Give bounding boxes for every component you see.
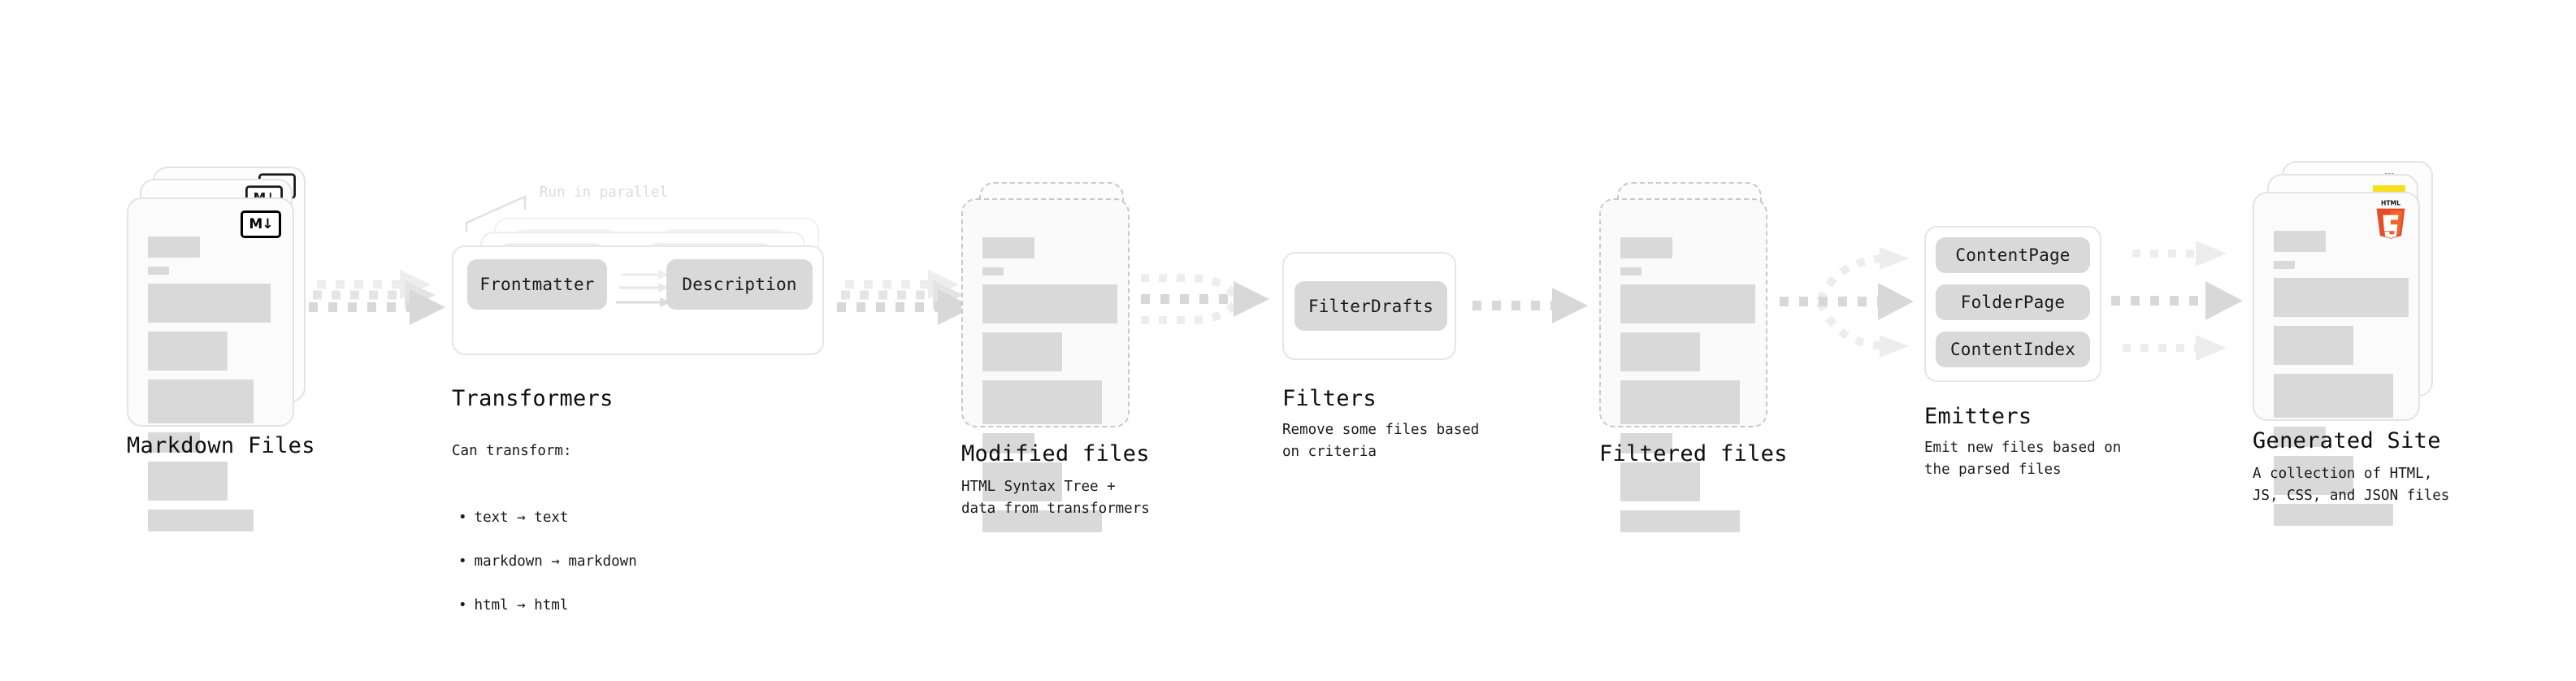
html5-icon: HTML	[2376, 199, 2405, 239]
transformers-rules-list: text → text markdown → markdown html → h…	[458, 484, 637, 639]
connector-md-to-transformers	[309, 270, 445, 325]
connector-filters-to-filtered	[1472, 288, 1588, 323]
transformers-internal-arrows	[616, 270, 671, 307]
modified-card-front	[961, 198, 1130, 532]
stage-filters: FilterDrafts	[1282, 252, 1456, 362]
run-in-parallel-bracket	[465, 195, 527, 232]
stage-title-filtered-files: Filtered files	[1599, 441, 1788, 466]
generated-placeholder-lines	[2274, 231, 2409, 535]
transformers-chip-description[interactable]: Description	[666, 259, 813, 310]
connector-transformers-to-modified	[837, 270, 974, 325]
transformers-subtitle-heading: Can transform:	[452, 443, 572, 460]
stage-filtered-files	[1599, 182, 1778, 532]
transformers-chip-frontmatter[interactable]: Frontmatter	[467, 259, 607, 310]
markdown-card-front: M↓	[127, 197, 294, 531]
filtered-placeholder-lines	[1620, 237, 1755, 541]
connector-filtered-to-emitters	[1780, 247, 1914, 358]
html5-icon-wordmark: HTML	[2381, 199, 2400, 206]
stage-title-markdown-files: Markdown Files	[127, 433, 315, 458]
filters-chip-filterdrafts[interactable]: FilterDrafts	[1295, 281, 1447, 331]
stage-title-filters: Filters	[1282, 386, 1377, 411]
stage-title-generated-site: Generated Site	[2253, 428, 2441, 453]
stage-modified-files	[961, 182, 1140, 532]
emitters-subtitle: Emit new files based on the parsed files	[1924, 440, 2122, 479]
stage-title-transformers: Transformers	[452, 386, 614, 411]
transformers-subtitle: Can transform: text → text markdown → ma…	[452, 419, 637, 661]
modified-files-subtitle: HTML Syntax Tree + data from transformer…	[961, 479, 1150, 518]
stage-title-modified-files: Modified files	[961, 441, 1150, 466]
filters-subtitle: Remove some files based on criteria	[1282, 422, 1480, 461]
modified-placeholder-lines	[982, 237, 1117, 541]
emitters-chip-contentpage[interactable]: ContentPage	[1936, 237, 2090, 273]
emitters-chip-contentindex[interactable]: ContentIndex	[1936, 332, 2090, 367]
stage-emitters: ContentPage FolderPage ContentIndex	[1924, 226, 2101, 385]
transform-rule-1: markdown → markdown	[458, 551, 637, 573]
transform-rule-0: text → text	[458, 507, 637, 529]
transform-rule-2: html → html	[458, 595, 637, 617]
markdown-icon: M↓	[241, 210, 281, 238]
connector-modified-to-filters	[1141, 274, 1269, 324]
stage-markdown-files: M↓ M↓ M↓	[127, 167, 306, 531]
emitters-chip-folderpage[interactable]: FolderPage	[1936, 284, 2090, 320]
generated-card-front: HTML	[2253, 192, 2420, 526]
filtered-card-front	[1599, 198, 1767, 532]
stage-title-emitters: Emitters	[1924, 404, 2032, 429]
generated-site-subtitle: A collection of HTML, JS, CSS, and JSON …	[2253, 466, 2450, 505]
connector-emitters-to-site	[2111, 241, 2243, 361]
run-in-parallel-label: Run in parallel	[540, 184, 669, 201]
stage-transformers: Run in parallel Frontmatter Description …	[452, 184, 834, 355]
markdown-placeholder-lines	[148, 236, 276, 540]
stage-generated-site: CSS HTML	[2253, 161, 2448, 526]
